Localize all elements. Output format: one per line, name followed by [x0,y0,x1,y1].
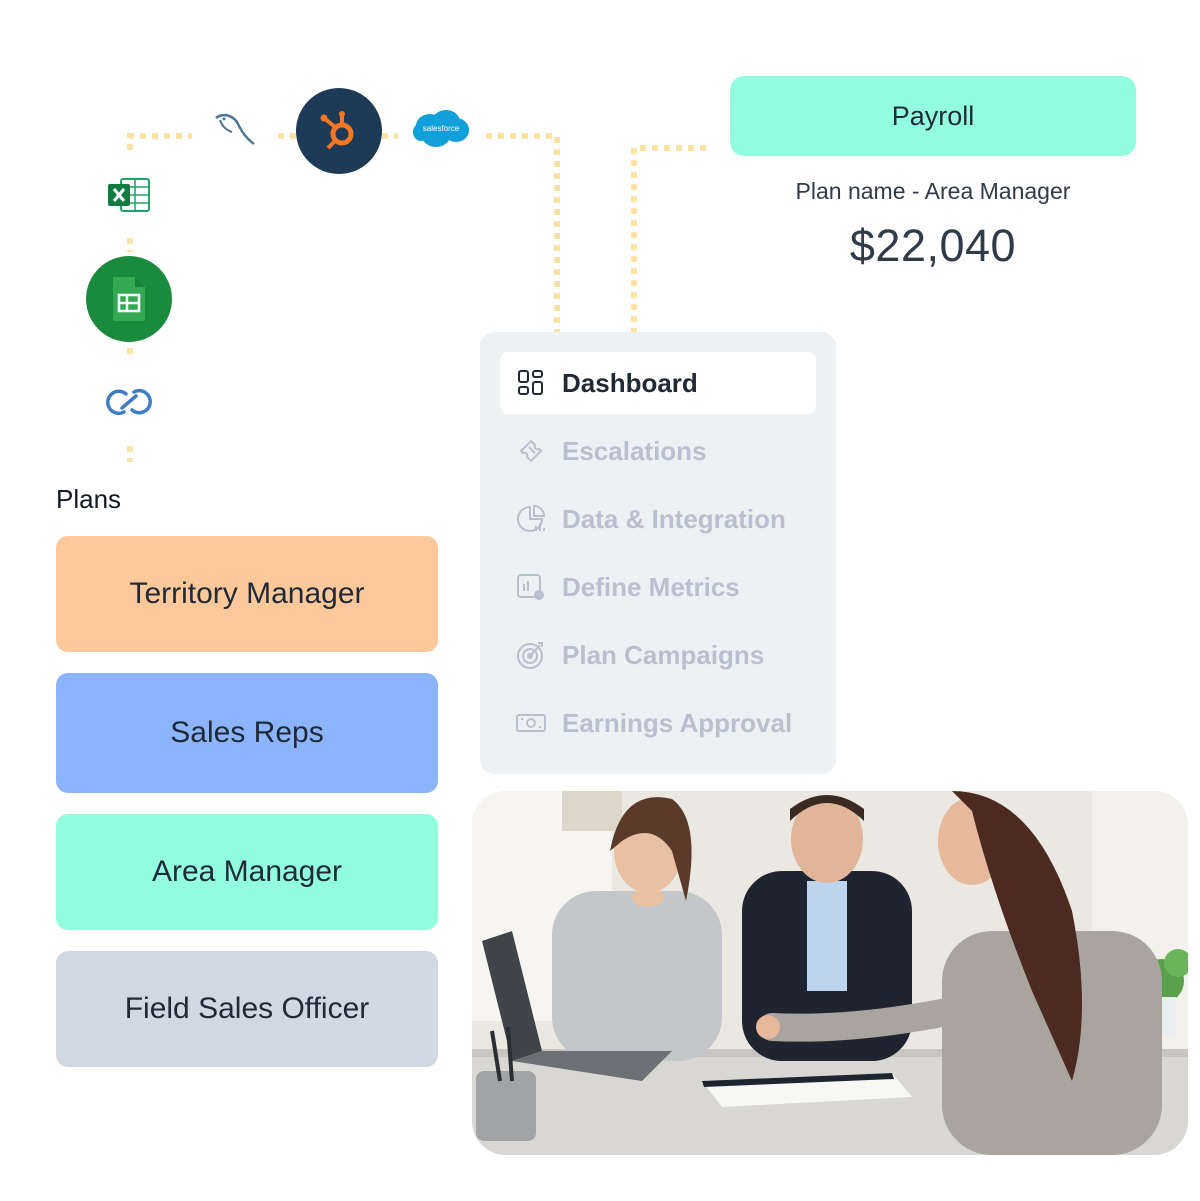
hubspot-icon [296,88,382,174]
nav-item-data-integration[interactable]: Data & Integration [500,488,816,550]
nav-item-escalations[interactable]: Escalations [500,420,816,482]
salesforce-wordmark: salesforce [423,124,460,133]
excel-icon [107,176,151,214]
plan-card-area-manager[interactable]: Area Manager [56,814,438,930]
office-meeting-photo [472,791,1188,1155]
payroll-button[interactable]: Payroll [730,76,1136,156]
zoho-icon [100,382,158,422]
plan-name-label: Plan name - Area Manager [795,178,1071,204]
plan-card-label: Sales Reps [170,716,324,749]
plan-card-label: Territory Manager [129,577,365,610]
pie-chart-icon [516,504,546,534]
nav-item-earnings-approval[interactable]: Earnings Approval [500,692,816,754]
nav-label-plan-campaigns: Plan Campaigns [562,639,765,670]
nav-menu: Dashboard Escalations Data & Integration [480,332,836,774]
plan-card-label: Area Manager [151,855,343,888]
nav-label-dashboard: Dashboard [562,367,698,398]
salesforce-icon: salesforce [412,108,470,150]
plan-card-field-sales-officer[interactable]: Field Sales Officer [56,951,438,1067]
mysql-icon [212,108,258,150]
ticket-icon [516,436,546,466]
nav-label-escalations: Escalations [562,435,707,466]
payroll-button-label: Payroll [891,100,975,131]
nav-item-dashboard[interactable]: Dashboard [500,352,816,414]
nav-item-define-metrics[interactable]: Define Metrics [500,556,816,618]
plan-card-territory-manager[interactable]: Territory Manager [56,536,438,652]
target-icon [516,640,546,670]
metrics-gear-icon [516,572,546,602]
money-icon [516,708,546,738]
nav-item-plan-campaigns[interactable]: Plan Campaigns [500,624,816,686]
plan-card-label: Field Sales Officer [124,992,370,1025]
nav-label-data-integration: Data & Integration [562,503,786,534]
plan-card-sales-reps[interactable]: Sales Reps [56,673,438,793]
plans-heading: Plans [56,484,122,514]
dashboard-icon [516,368,546,398]
nav-label-earnings-approval: Earnings Approval [562,707,793,738]
nav-label-define-metrics: Define Metrics [562,571,740,602]
payroll-amount: $22,040 [849,220,1017,271]
google-sheets-icon [86,256,172,342]
